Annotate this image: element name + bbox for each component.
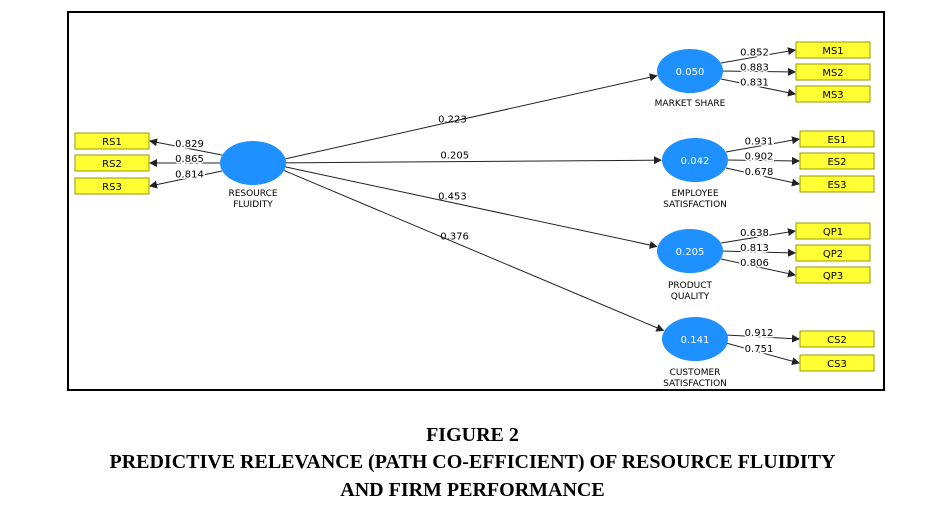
loading-arrow-ms1 xyxy=(720,47,796,64)
construct-label-employee-satisfaction-line-1: EMPLOYEE xyxy=(671,189,718,199)
loading-value-qp3: 0.806 xyxy=(740,258,769,269)
indicator-label-qp1: QP1 xyxy=(823,227,843,238)
path-coefficient-customer-satisfaction: 0.376 xyxy=(440,231,469,242)
indicator-label-rs3: RS3 xyxy=(102,182,122,193)
latent-construct-resource-fluidity xyxy=(220,141,286,185)
loading-value-rs2: 0.865 xyxy=(175,154,204,165)
figure-title-line-2: AND FIRM PERFORMANCE xyxy=(340,479,605,501)
loading-value-qp2: 0.813 xyxy=(740,243,769,254)
loading-value-rs1: 0.829 xyxy=(175,139,204,150)
loading-value-es3: 0.678 xyxy=(745,167,774,178)
construct-label-resource-fluidity-line-1: RESOURCE xyxy=(228,189,277,199)
indicator-box-es2 xyxy=(799,152,875,170)
indicator-box-cs2 xyxy=(799,330,875,348)
construct-label-market-share-line-1: MARKET SHARE xyxy=(655,99,726,109)
loading-value-ms1: 0.852 xyxy=(740,48,769,59)
loading-arrow-ms3 xyxy=(720,78,796,97)
indicator-box-qp2 xyxy=(795,244,871,262)
loading-value-es2: 0.902 xyxy=(745,152,774,163)
indicator-label-qp3: QP3 xyxy=(823,271,843,282)
indicator-box-ms3 xyxy=(795,85,871,103)
indicator-box-rs1 xyxy=(74,132,150,150)
path-arrow-employee-satisfaction xyxy=(285,156,663,165)
diagram-frame xyxy=(67,11,885,391)
indicator-box-qp3 xyxy=(795,266,871,284)
figure-title-line-1: PREDICTIVE RELEVANCE (PATH CO-EFFICIENT)… xyxy=(109,451,836,473)
indicator-box-ms1 xyxy=(795,41,871,59)
loading-arrow-qp1 xyxy=(720,228,796,244)
latent-construct-product-quality xyxy=(657,229,723,273)
indicator-label-ms1: MS1 xyxy=(822,46,843,57)
loading-arrow-rs3 xyxy=(149,170,223,189)
path-coefficient-product-quality: 0.453 xyxy=(438,192,467,203)
path-arrow-market-share xyxy=(285,73,658,160)
indicator-label-cs2: CS2 xyxy=(827,335,847,346)
loading-arrow-es1 xyxy=(725,136,800,153)
loading-arrow-qp2 xyxy=(720,248,796,257)
latent-construct-customer-satisfaction xyxy=(662,317,728,361)
indicator-box-qp1 xyxy=(795,222,871,240)
indicator-box-es3 xyxy=(799,175,875,193)
indicator-box-cs3 xyxy=(799,354,875,372)
construct-label-customer-satisfaction-line-2: SATISFACTION xyxy=(663,379,727,389)
loading-arrow-rs1 xyxy=(149,138,223,156)
indicator-label-ms3: MS3 xyxy=(822,90,843,101)
indicator-label-rs1: RS1 xyxy=(102,137,122,148)
loading-arrow-cs2 xyxy=(725,334,800,343)
construct-label-customer-satisfaction-line-1: CUSTOMER xyxy=(670,368,721,378)
indicator-label-es2: ES2 xyxy=(827,157,846,168)
latent-construct-market-share xyxy=(657,49,723,93)
path-arrow-product-quality xyxy=(285,166,658,249)
loading-arrow-es3 xyxy=(725,167,800,187)
path-coefficient-market-share: 0.223 xyxy=(438,114,467,125)
indicator-box-ms2 xyxy=(795,63,871,81)
r-squared-value-customer-satisfaction: 0.141 xyxy=(681,335,710,346)
construct-label-product-quality-line-1: PRODUCT xyxy=(668,281,713,291)
indicator-label-es1: ES1 xyxy=(827,135,846,146)
r-squared-value-employee-satisfaction: 0.042 xyxy=(681,156,710,167)
indicator-box-es1 xyxy=(799,130,875,148)
loading-arrow-qp3 xyxy=(720,258,796,278)
path-coefficient-employee-satisfaction: 0.205 xyxy=(440,151,469,162)
construct-label-resource-fluidity-line-2: FLUIDITY xyxy=(233,200,273,210)
loading-value-rs3: 0.814 xyxy=(175,170,204,181)
loading-arrow-es2 xyxy=(725,156,800,165)
r-squared-value-market-share: 0.050 xyxy=(676,67,705,78)
loading-value-es1: 0.931 xyxy=(745,137,774,148)
path-arrow-customer-satisfaction xyxy=(283,169,665,332)
loading-value-ms2: 0.883 xyxy=(740,63,769,74)
construct-label-product-quality-line-2: QUALITY xyxy=(671,292,710,302)
r-squared-value-product-quality: 0.205 xyxy=(676,247,705,258)
indicator-label-cs3: CS3 xyxy=(827,359,847,370)
construct-label-employee-satisfaction-line-2: SATISFACTION xyxy=(663,200,727,210)
loading-arrow-cs3 xyxy=(725,342,800,366)
loading-value-cs3: 0.751 xyxy=(745,344,774,355)
indicator-label-rs2: RS2 xyxy=(102,159,122,170)
latent-construct-employee-satisfaction xyxy=(662,138,728,182)
indicator-label-ms2: MS2 xyxy=(822,68,843,79)
loading-arrow-ms2 xyxy=(720,67,796,76)
indicator-label-es3: ES3 xyxy=(827,180,846,191)
loading-value-ms3: 0.831 xyxy=(740,78,769,89)
indicator-label-qp2: QP2 xyxy=(823,249,843,260)
loading-value-qp1: 0.638 xyxy=(740,228,769,239)
path-model-diagram: 0.223 0.205 0.453 0.376 0.829 0.865 0.814 0.852… xyxy=(67,11,885,391)
indicator-box-rs3 xyxy=(74,177,150,195)
indicator-box-rs2 xyxy=(74,154,150,172)
figure-number: FIGURE 2 xyxy=(426,424,519,446)
loading-value-cs2: 0.912 xyxy=(745,328,774,339)
